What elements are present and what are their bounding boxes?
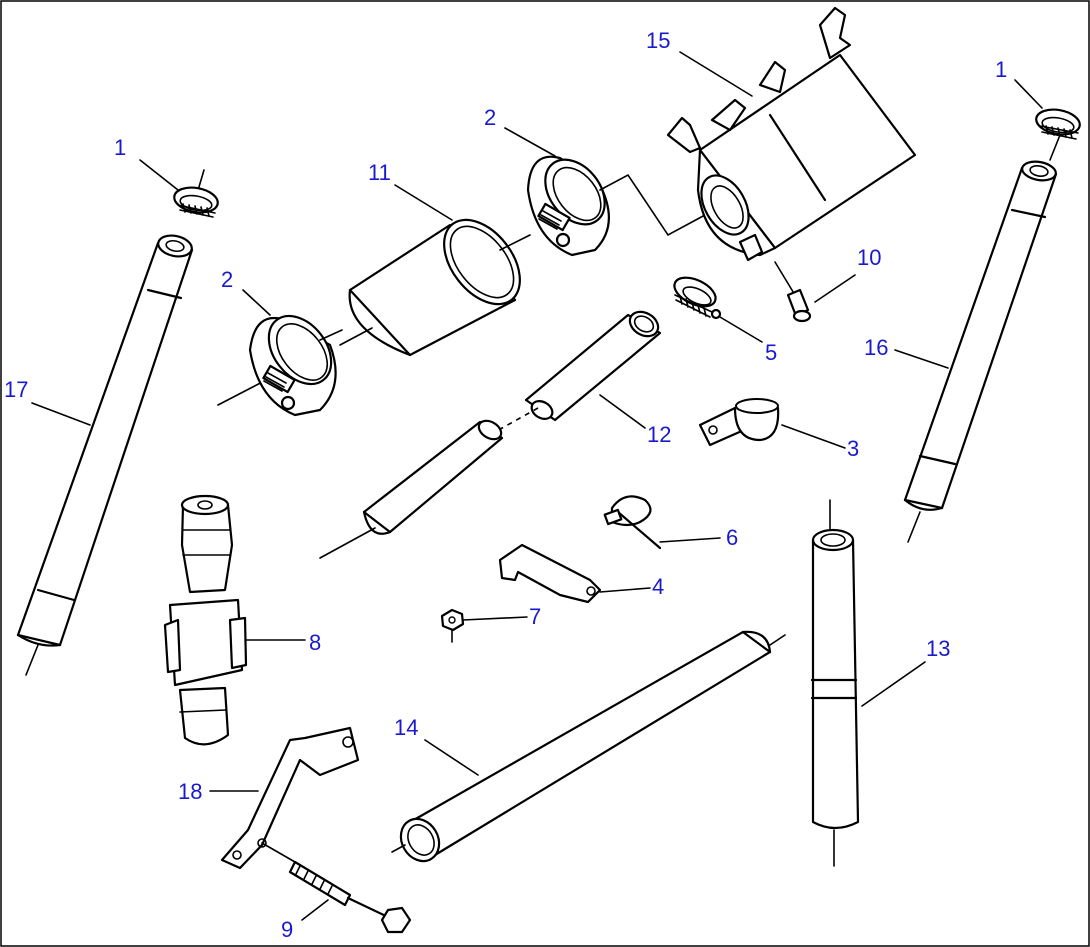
part-9-bolt	[261, 842, 412, 934]
callout-17: 17	[4, 377, 28, 402]
part-2-band-clamp-upper	[526, 155, 706, 257]
part-8-valve	[163, 494, 248, 746]
callout-18: 18	[178, 779, 202, 804]
callout-6: 6	[726, 525, 738, 550]
part-7-flange-nut	[440, 608, 465, 643]
callout-9: 9	[281, 917, 293, 942]
part-1-hose-clamp-left	[173, 186, 219, 218]
part-16-tube	[903, 134, 1061, 543]
part-4-bracket	[498, 543, 602, 604]
callout-1-left: 1	[114, 135, 126, 160]
callout-labels: 1 1 2 2 3 4 5 6 7 8 9 10 11 12 13 14 15 …	[4, 28, 1007, 942]
callout-2-upper: 2	[484, 105, 496, 130]
callout-16: 16	[864, 335, 888, 360]
callout-2-lower: 2	[221, 267, 233, 292]
callout-7: 7	[529, 604, 541, 629]
callout-10: 10	[857, 245, 881, 270]
part-14-tube	[391, 630, 786, 863]
part-18-bracket	[220, 726, 360, 870]
part-5-small-hose-clamp	[673, 276, 722, 320]
part-13-tube	[810, 499, 860, 867]
callout-12: 12	[647, 422, 671, 447]
callout-1-right: 1	[995, 57, 1007, 82]
callout-15: 15	[646, 28, 670, 53]
callout-5: 5	[765, 340, 777, 365]
part-2-band-clamp-lower	[248, 314, 343, 417]
part-12-small-hoses	[319, 310, 662, 559]
part-17-tube	[16, 169, 205, 676]
callout-11: 11	[368, 160, 391, 185]
callout-8: 8	[309, 630, 321, 655]
callout-13: 13	[926, 636, 950, 661]
part-15-canister-assembly	[666, 6, 917, 323]
callout-4: 4	[652, 574, 664, 599]
part-6-cable-tie	[603, 495, 662, 550]
callout-3: 3	[847, 436, 859, 461]
part-3-mounting-clamp	[698, 398, 780, 447]
part-1-hose-clamp-right	[1035, 108, 1081, 140]
leader-lines	[31, 51, 1043, 921]
callout-14: 14	[394, 715, 418, 740]
